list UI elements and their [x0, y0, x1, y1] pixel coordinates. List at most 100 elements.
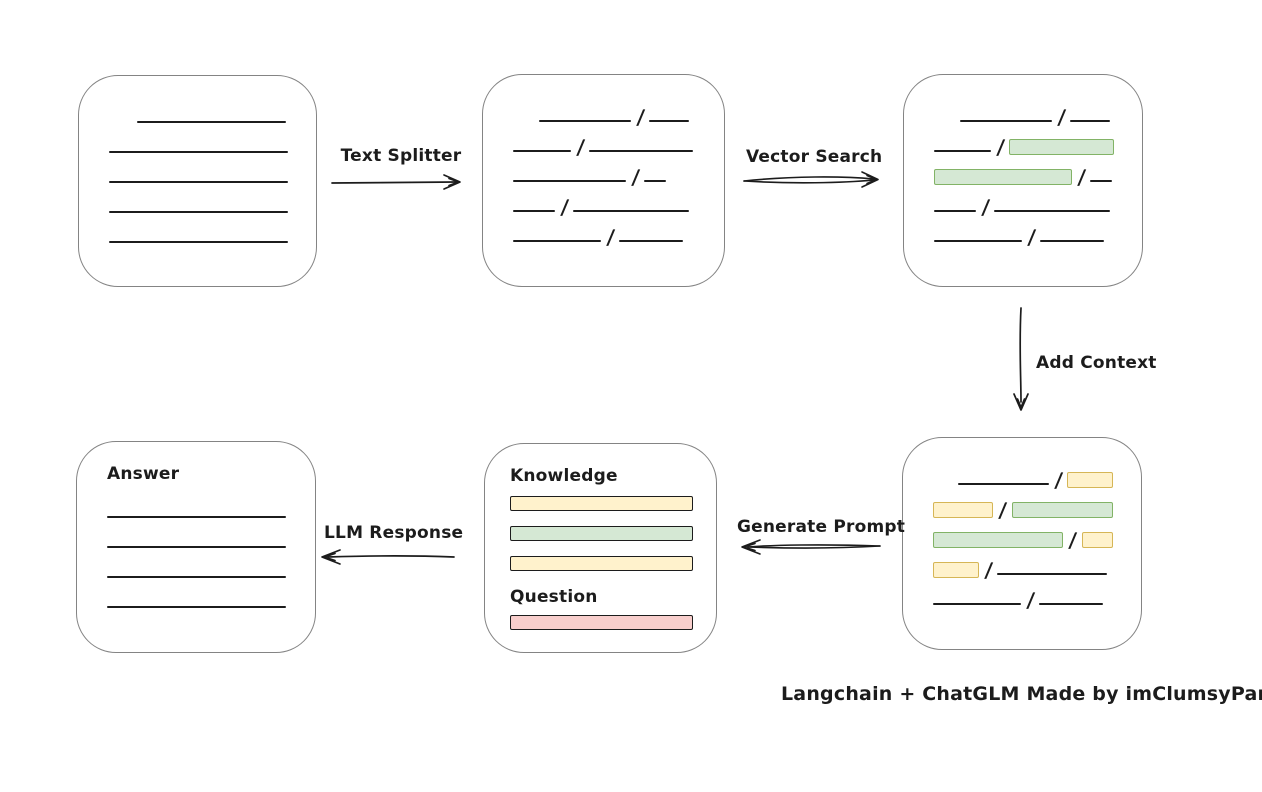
- text-line: [109, 181, 288, 183]
- split-chunks-box: / / / / /: [482, 74, 725, 287]
- chunk-row: /: [513, 225, 696, 249]
- context-lines: / / / / /: [903, 438, 1141, 612]
- chunk-row: [109, 198, 288, 216]
- text-line: [513, 150, 571, 152]
- answer-box: Answer: [76, 441, 316, 653]
- chunk-separator: /: [995, 135, 1006, 159]
- red-highlight-bar: [510, 615, 693, 630]
- text-line: [994, 210, 1111, 212]
- text-line: [513, 180, 626, 182]
- chunk-separator: /: [1076, 165, 1087, 189]
- text-line: [513, 210, 555, 212]
- text-line: [589, 150, 694, 152]
- vector-search-label: Vector Search: [746, 147, 883, 167]
- text-line: [107, 516, 286, 518]
- search-result-lines: /////: [904, 75, 1142, 249]
- indent-spacer: [933, 487, 958, 488]
- green-highlight-bar: [1009, 139, 1114, 155]
- chunk-separator: /: [1025, 588, 1036, 612]
- vector-search-arrow: [742, 166, 888, 192]
- chunk-row: /: [934, 105, 1114, 129]
- chunk-row: [109, 168, 288, 186]
- chunk-row: /: [933, 498, 1113, 522]
- yellow-highlight-bar: [1081, 532, 1113, 548]
- chunk-separator: /: [998, 498, 1009, 522]
- text-line: [644, 180, 667, 182]
- right-arrow-icon: [743, 171, 879, 188]
- chunk-row: /: [513, 165, 696, 189]
- green-highlight-bar: [934, 169, 1072, 185]
- chunk-separator: /: [605, 225, 616, 249]
- chunk-row: /: [934, 135, 1114, 159]
- text-line: [619, 240, 684, 242]
- text-line: [573, 210, 690, 212]
- chunk-separator: /: [630, 165, 641, 189]
- chunk-row: /: [513, 195, 696, 219]
- chunk-row: /: [933, 558, 1113, 582]
- left-arrow-icon: [321, 549, 455, 565]
- chunk-row: [109, 108, 288, 126]
- chunk-separator: /: [1053, 468, 1064, 492]
- yellow-highlight-bar: [510, 496, 693, 511]
- yellow-highlight-bar: [933, 502, 994, 518]
- text-splitter-arrow: [330, 169, 472, 195]
- text-line: [107, 546, 286, 548]
- indent-spacer: [513, 124, 539, 125]
- chunk-separator: /: [1068, 528, 1079, 552]
- generate-prompt-label: Generate Prompt: [737, 517, 906, 537]
- chunk-row: /: [513, 135, 696, 159]
- text-splitter-label: Text Splitter: [340, 146, 462, 166]
- left-arrow-icon: [741, 539, 881, 555]
- chunk-lines: / / / / /: [483, 75, 724, 249]
- text-line: [997, 573, 1108, 575]
- llm-response-arrow: [314, 544, 456, 570]
- green-highlight-bar: [510, 526, 693, 541]
- knowledge-bars: [510, 496, 693, 571]
- llm-response-label: LLM Response: [324, 523, 464, 543]
- chunk-row: /: [934, 195, 1114, 219]
- text-line: [1039, 603, 1104, 605]
- text-line: [513, 240, 601, 242]
- chunk-row: /: [513, 105, 696, 129]
- document-box: [78, 75, 317, 287]
- generate-prompt-arrow: [732, 534, 882, 560]
- chunk-row: [109, 228, 288, 246]
- text-line: [960, 120, 1052, 122]
- text-line: [934, 210, 976, 212]
- green-highlight-bar: [933, 532, 1064, 548]
- chunk-separator: /: [983, 558, 994, 582]
- yellow-highlight-bar: [510, 556, 693, 571]
- text-line: [934, 150, 991, 152]
- indent-spacer: [934, 124, 960, 125]
- text-line: [1070, 120, 1111, 122]
- right-arrow-icon: [331, 174, 461, 190]
- text-line: [934, 240, 1022, 242]
- text-line: [1090, 180, 1113, 182]
- chunk-separator: /: [635, 105, 646, 129]
- text-line: [109, 151, 288, 153]
- text-line: [107, 606, 286, 608]
- text-line: [649, 120, 690, 122]
- down-arrow-icon: [1013, 307, 1029, 411]
- chunk-separator: /: [980, 195, 991, 219]
- text-line: [958, 483, 1049, 485]
- add-context-label: Add Context: [1036, 353, 1157, 373]
- text-line: [109, 241, 288, 243]
- indent-spacer: [109, 125, 137, 126]
- chunk-row: [109, 138, 288, 156]
- chunk-row: /: [933, 468, 1113, 492]
- chunk-separator: /: [575, 135, 586, 159]
- search-results-box: /////: [903, 74, 1143, 287]
- knowledge-label: Knowledge: [510, 466, 618, 486]
- text-line: [933, 603, 1021, 605]
- context-box: / / / / /: [902, 437, 1142, 650]
- question-bars: [510, 615, 693, 630]
- chunk-row: /: [934, 165, 1114, 189]
- chunk-separator: /: [559, 195, 570, 219]
- answer-label: Answer: [107, 464, 180, 484]
- yellow-highlight-bar: [933, 562, 979, 578]
- text-line: [1040, 240, 1105, 242]
- document-lines: [79, 76, 316, 246]
- text-line: [109, 211, 288, 213]
